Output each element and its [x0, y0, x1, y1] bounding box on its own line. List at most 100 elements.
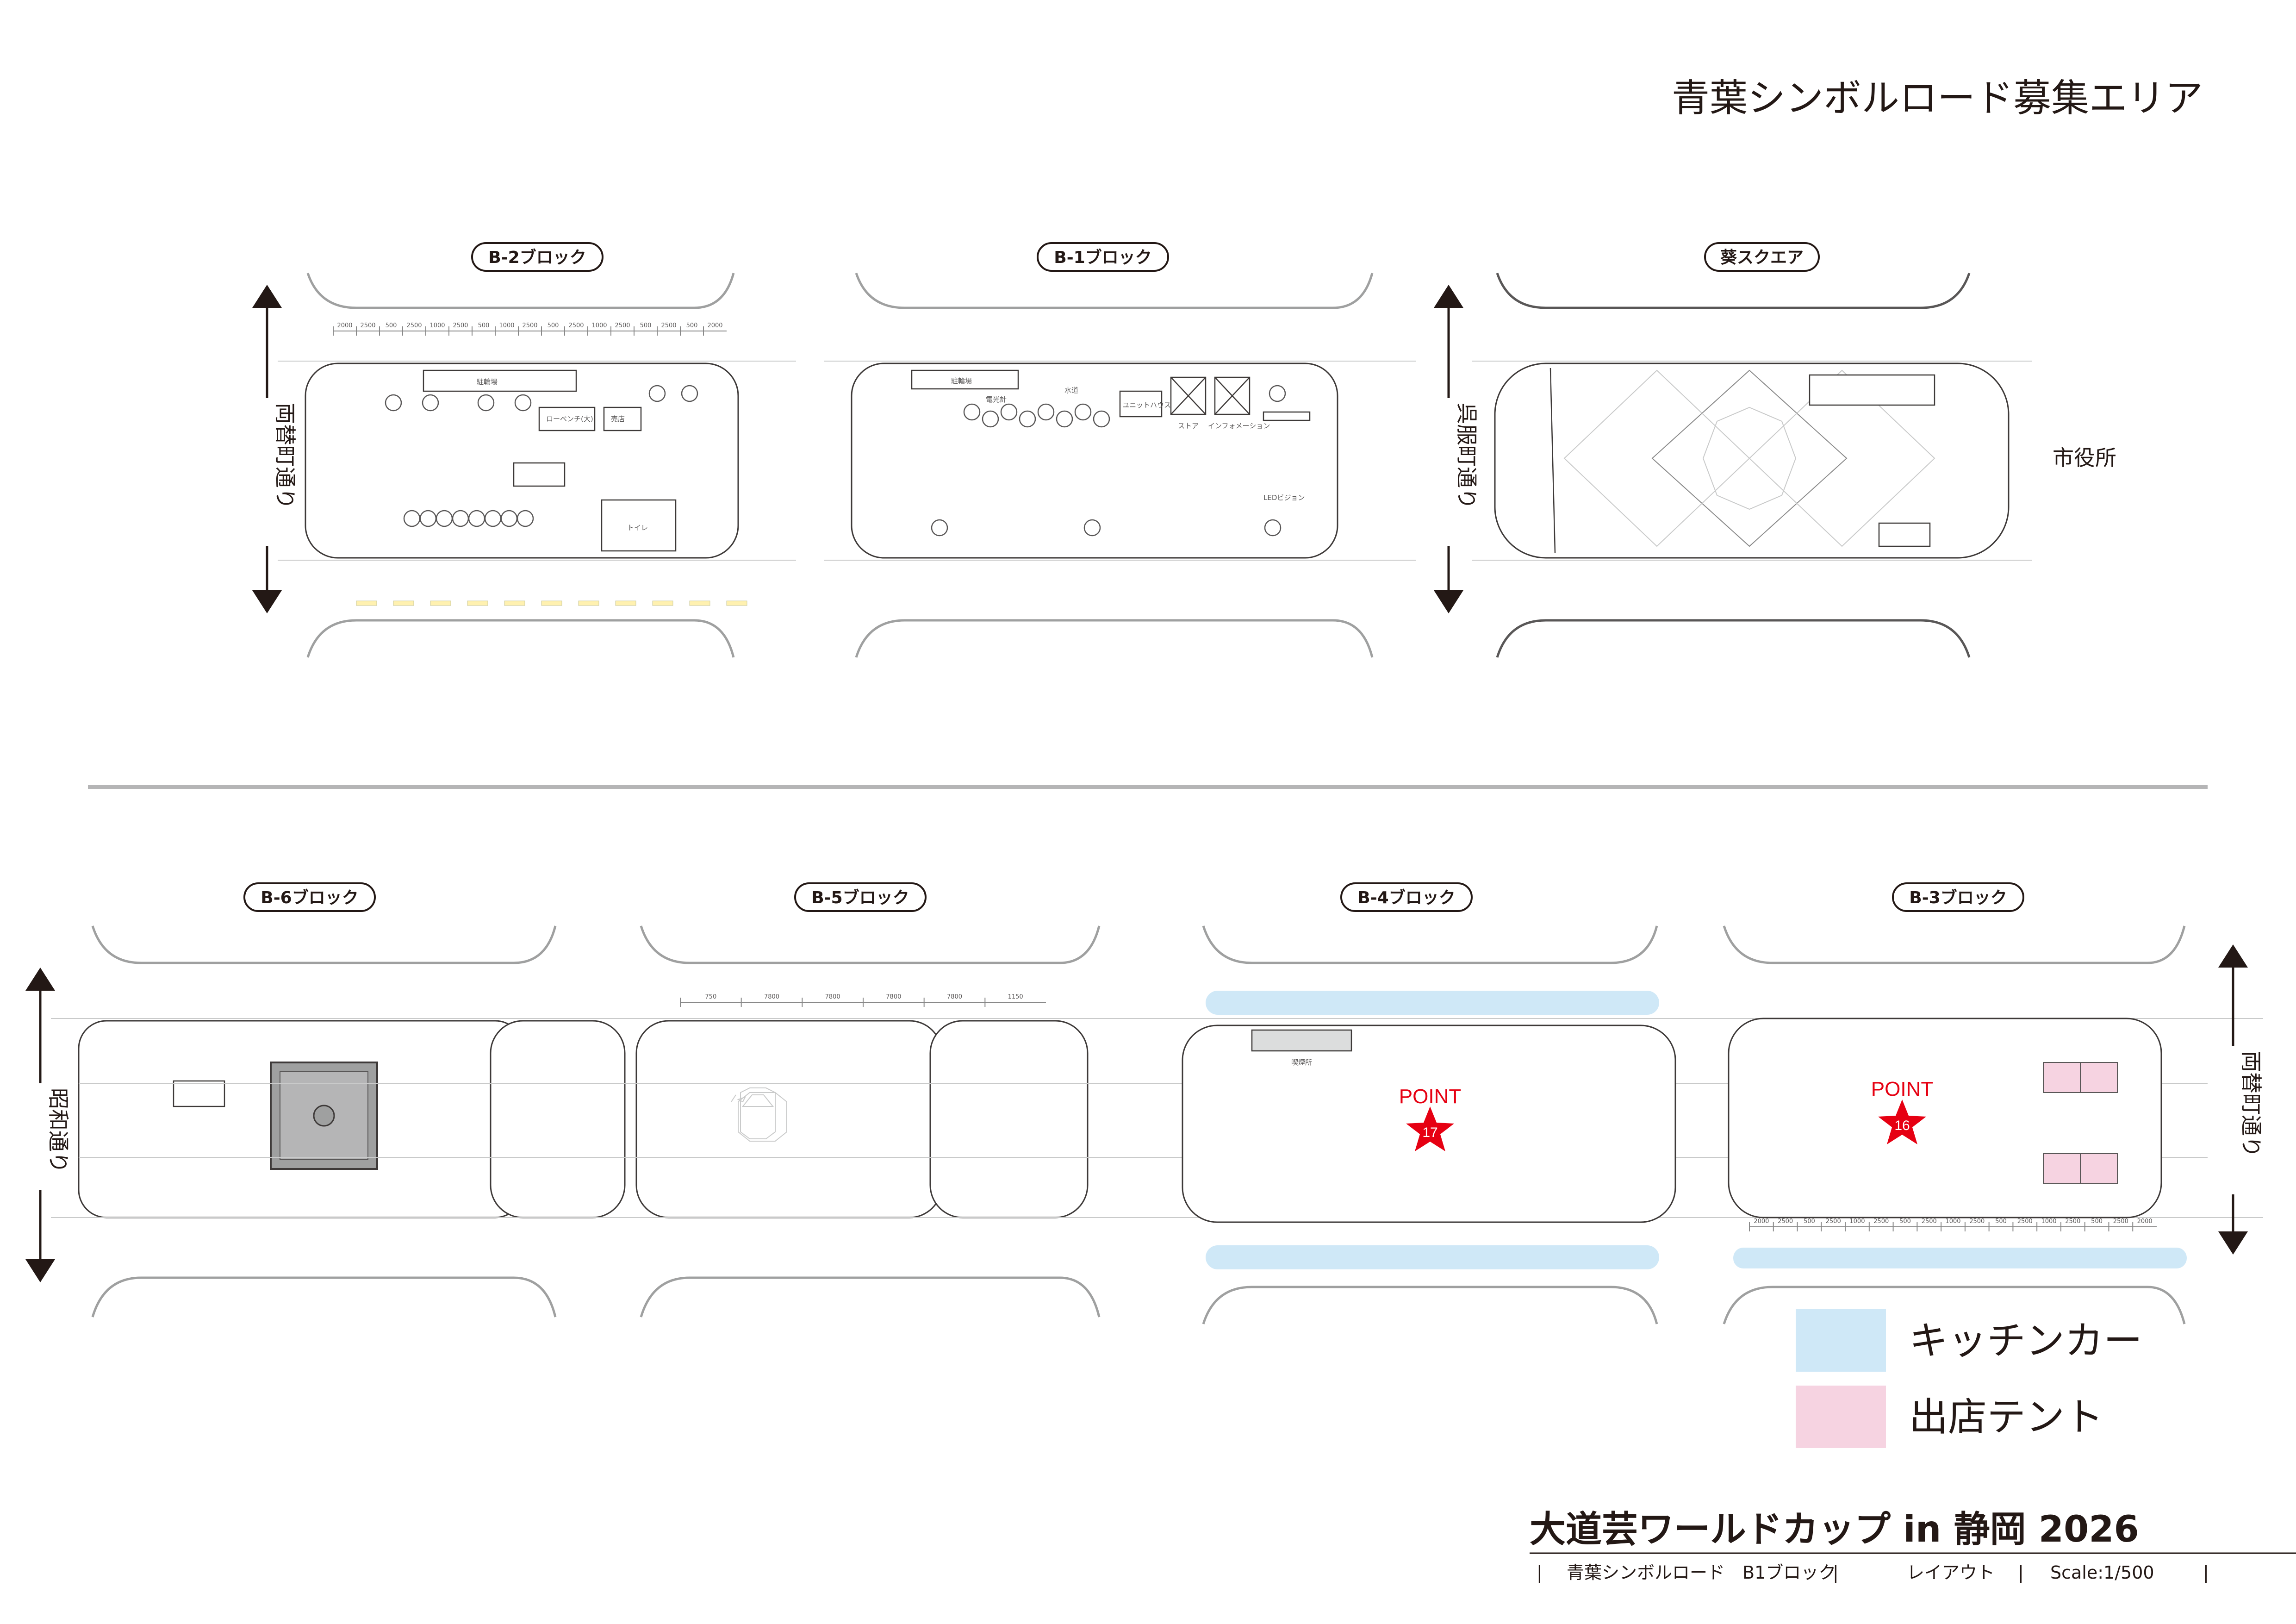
curb-bottom [91, 1276, 557, 1318]
dimension-label: 2500 [522, 322, 537, 329]
lane-mark [430, 600, 451, 606]
info-label: インフォメーション [1208, 422, 1270, 430]
store [603, 406, 642, 431]
curb-top [306, 273, 735, 309]
dimension-label: 1000 [1945, 1218, 1960, 1225]
curb-bottom [640, 1276, 1101, 1318]
block-b3-plan [1728, 1018, 2162, 1218]
block-aoi-badge [1704, 242, 1820, 272]
bench-label: ローベンチ(大) [546, 415, 593, 423]
bicycle-parking-label: 駐輪場 [951, 377, 972, 385]
curb-top [1723, 925, 2186, 964]
tree [419, 510, 437, 527]
tent [2080, 1153, 2118, 1184]
footer: 大道芸ワールドカップ in 静岡 2026 | 青葉シンボルロード B1ブロック… [1530, 1509, 2296, 1583]
curb-bottom [855, 619, 1374, 658]
curb-top [91, 925, 557, 964]
curb-bottom [306, 619, 735, 658]
lane-mark [504, 600, 525, 606]
block-b2-badge [471, 242, 604, 272]
plaza-diamond [1651, 369, 1848, 547]
tree [1000, 403, 1018, 421]
lane-mark [726, 600, 747, 606]
clock-label: 電光計 [986, 395, 1007, 404]
street-gofukucho: 呉服町通り [1434, 285, 1479, 613]
block-b1-badge [1037, 242, 1169, 272]
point-16: POINT 16 [1871, 1078, 1933, 1144]
block-b5-plan [635, 1020, 943, 1218]
legend: キッチンカー 出店テント [1796, 1309, 2142, 1448]
footer-sep: | [1537, 1562, 1543, 1583]
street-ryogaecho-top: 両替町通り [252, 285, 298, 613]
unit-house [1119, 390, 1163, 418]
tent [2080, 1062, 2118, 1093]
tree [648, 385, 666, 402]
block-b6-badge [243, 882, 376, 912]
dimension-label: 500 [2091, 1218, 2103, 1225]
tree [422, 394, 439, 412]
footer-doc: レイアウト [1907, 1562, 1995, 1583]
block-b4-label: B-4ブロック [1357, 888, 1455, 907]
dimension-label: 500 [1995, 1218, 2007, 1225]
dimension-label: 2500 [568, 322, 584, 329]
bicycle-parking [423, 369, 577, 392]
tree [477, 394, 495, 412]
footer-location: 青葉シンボルロード B1ブロック [1567, 1562, 1836, 1583]
dimension-label: 2500 [1778, 1218, 1793, 1225]
tree [1019, 410, 1036, 428]
dimension-label: 2500 [2113, 1218, 2128, 1225]
tree [1056, 410, 1073, 428]
dimension-label: 7800 [886, 993, 901, 1000]
dimension-label: 2000 [2137, 1218, 2153, 1225]
planter [513, 462, 566, 487]
toilet-label: トイレ [627, 524, 648, 532]
dimension-label: 2500 [661, 322, 676, 329]
bicycle-parking-label: 駐輪場 [477, 378, 498, 386]
dimension-label: 500 [386, 322, 397, 329]
dimension-label: 2500 [1969, 1218, 1985, 1225]
block-b4-badge [1340, 882, 1473, 912]
dimension-label: 2500 [1826, 1218, 1841, 1225]
tree [1093, 410, 1110, 428]
store-label: 売店 [611, 415, 625, 423]
dimension-label: 2500 [1873, 1218, 1889, 1225]
tree [963, 403, 981, 421]
point-label: POINT [1871, 1078, 1933, 1100]
tree [931, 519, 948, 537]
street-label: 両替町通り [2239, 1051, 2264, 1157]
tree [403, 510, 421, 527]
dimension-label: 2000 [337, 322, 352, 329]
lane-mark [689, 600, 710, 606]
dimension-label: 500 [640, 322, 652, 329]
event-title: 大道芸ワールドカップ in 静岡 2026 [1530, 1509, 2139, 1550]
block-b3-badge [1892, 882, 2024, 912]
tree [516, 510, 534, 527]
dimension-label: 500 [1804, 1218, 1815, 1225]
dimension-label: 1000 [429, 322, 445, 329]
dimension-label: 750 [705, 993, 716, 1000]
footer-scale: Scale:1/500 [2050, 1562, 2154, 1583]
page-title: 青葉シンボルロード募集エリア [1672, 76, 2203, 120]
kitchen-car-zone [1206, 991, 1659, 1015]
tree [1037, 403, 1055, 421]
tree [500, 510, 518, 527]
legend-label-tent: 出店テント [1909, 1394, 2103, 1440]
block-b1: B-1ブロック 駐輪場 電光計 水道 ユニットハウス ストア インフォメーション… [824, 242, 1416, 658]
lane-mark [467, 600, 488, 606]
b5-east-plan [929, 1020, 1089, 1218]
toilet [601, 499, 677, 552]
tree [982, 410, 999, 428]
block-b6-label: B-6ブロック [261, 888, 358, 907]
smoking-area-label: 喫煙所 [1291, 1058, 1312, 1067]
lane-mark [615, 600, 636, 606]
dimension-label: 2500 [615, 322, 630, 329]
street-showa: 昭和通り [25, 968, 71, 1282]
curb-bottom [1723, 1286, 2186, 1324]
dimension-label: 7800 [764, 993, 779, 1000]
dimension-label: 2500 [360, 322, 375, 329]
dimension-label: 500 [686, 322, 698, 329]
legend-label-kitchen-car: キッチンカー [1909, 1318, 2142, 1363]
tree [385, 394, 402, 412]
